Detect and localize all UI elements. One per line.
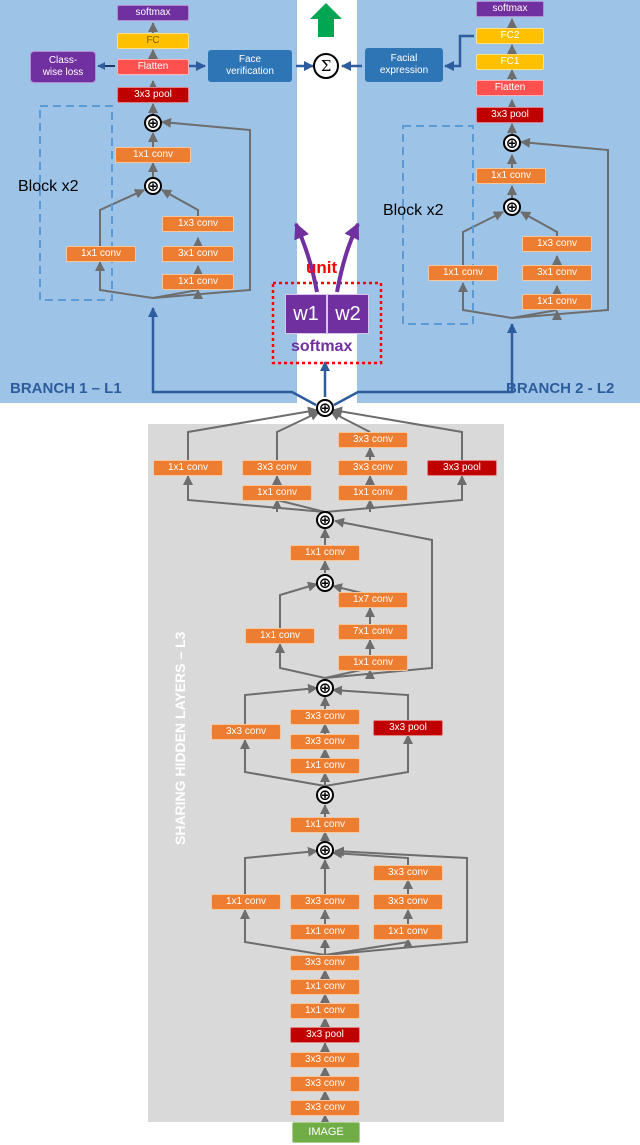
- branch1-conv-top: 1x1 conv: [115, 147, 191, 163]
- branch1-block-label: Block x2: [18, 178, 79, 195]
- weight-w1: w1: [285, 294, 327, 334]
- branch1-conv-left: 1x1 conv: [66, 246, 136, 262]
- shared-b1-c2a: 3x3 conv: [242, 460, 312, 476]
- unit-label: unit: [306, 258, 338, 277]
- shared-b1-c3b: 3x3 conv: [338, 460, 408, 476]
- shared-b3-pool: 3x3 pool: [373, 720, 443, 736]
- face-verification: Face verification: [207, 49, 293, 83]
- branch2-block-outline: [402, 125, 474, 325]
- branch1-softmax: softmax: [117, 5, 189, 21]
- shared-plus-6: ⊕: [316, 841, 334, 859]
- shared-b1-pool: 3x3 pool: [427, 460, 497, 476]
- shared-plus-2: ⊕: [316, 511, 334, 529]
- shared-b1-c3a: 3x3 conv: [338, 432, 408, 448]
- shared-b4-c2a: 3x3 conv: [290, 894, 360, 910]
- shared-mid-c1: 1x1 conv: [290, 545, 360, 561]
- shared-stem-1: 3x3 conv: [290, 955, 360, 971]
- shared-b4-c3a: 3x3 conv: [373, 865, 443, 881]
- branch1-conv-r1: 1x3 conv: [162, 216, 234, 232]
- facial-expression: Facial expression: [364, 47, 444, 83]
- shared-b4-c2b: 1x1 conv: [290, 924, 360, 940]
- shared-stem-7: 3x3 conv: [290, 1100, 360, 1116]
- shared-stem-5: 3x3 conv: [290, 1052, 360, 1068]
- input-image: IMAGE: [292, 1122, 360, 1143]
- output-arrow: [310, 3, 342, 37]
- branch2-plus-inner: ⊕: [503, 198, 521, 216]
- shared-b4-c3b: 3x3 conv: [373, 894, 443, 910]
- weight-w2: w2: [327, 294, 369, 334]
- shared-stem-3: 1x1 conv: [290, 1003, 360, 1019]
- shared-stem-6: 3x3 conv: [290, 1076, 360, 1092]
- branch1-conv-r3: 1x1 conv: [162, 274, 234, 290]
- sum-node: Σ: [313, 53, 339, 79]
- branch1-flatten: Flatten: [117, 59, 189, 75]
- shared-stem-2: 1x1 conv: [290, 979, 360, 995]
- branch2-conv-r2: 3x1 conv: [522, 265, 592, 281]
- branch1-conv-r2: 3x1 conv: [162, 246, 234, 262]
- shared-plus-4: ⊕: [316, 679, 334, 697]
- branch2-fc2: FC2: [476, 28, 544, 44]
- shared-b2-c2c: 1x1 conv: [338, 655, 408, 671]
- branch1-pool: 3x3 pool: [117, 87, 189, 103]
- branch1-label: BRANCH 1 – L1: [10, 380, 122, 397]
- shared-b3-c2b: 3x3 conv: [290, 734, 360, 750]
- branch2-conv-top: 1x1 conv: [476, 168, 546, 184]
- shared-b3-c2c: 1x1 conv: [290, 758, 360, 774]
- branch1-plus-inner: ⊕: [144, 177, 162, 195]
- shared-plus-5: ⊕: [316, 786, 334, 804]
- branch1-plus-top: ⊕: [144, 114, 162, 132]
- branch2-conv-r3: 1x1 conv: [522, 294, 592, 310]
- branch1-block-outline: [39, 105, 113, 301]
- shared-label: SHARING HIDDEN LAYERS – L3: [172, 631, 188, 845]
- shared-b1-c2b: 1x1 conv: [242, 485, 312, 501]
- branch2-plus-top: ⊕: [503, 134, 521, 152]
- shared-b3-c2a: 3x3 conv: [290, 709, 360, 725]
- unit-softmax: softmax: [291, 338, 353, 355]
- shared-mid-c2: 1x1 conv: [290, 817, 360, 833]
- branch2-flatten: Flatten: [476, 80, 544, 96]
- branch2-fc1: FC1: [476, 54, 544, 70]
- shared-b2-c2a: 1x7 conv: [338, 592, 408, 608]
- branch2-softmax: softmax: [476, 1, 544, 17]
- shared-b2-c1: 1x1 conv: [245, 628, 315, 644]
- shared-b1-c3c: 1x1 conv: [338, 485, 408, 501]
- branch2-pool: 3x3 pool: [476, 107, 544, 123]
- shared-plus-3: ⊕: [316, 574, 334, 592]
- shared-b1-c1: 1x1 conv: [153, 460, 223, 476]
- shared-stem-4: 3x3 pool: [290, 1027, 360, 1043]
- branch1-fc: FC: [117, 33, 189, 49]
- class-wise-loss: Class- wise loss: [30, 51, 96, 83]
- unit-outline: [271, 281, 383, 365]
- branch2-block-label: Block x2: [383, 202, 444, 219]
- shared-b2-c2b: 7x1 conv: [338, 624, 408, 640]
- branch2-conv-r1: 1x3 conv: [522, 236, 592, 252]
- shared-plus-top: ⊕: [316, 399, 334, 417]
- shared-b4-c3c: 1x1 conv: [373, 924, 443, 940]
- branch2-label: BRANCH 2 - L2: [506, 380, 615, 397]
- branch2-conv-left: 1x1 conv: [428, 265, 498, 281]
- shared-b3-c1: 3x3 conv: [211, 724, 281, 740]
- shared-b4-c1: 1x1 conv: [211, 894, 281, 910]
